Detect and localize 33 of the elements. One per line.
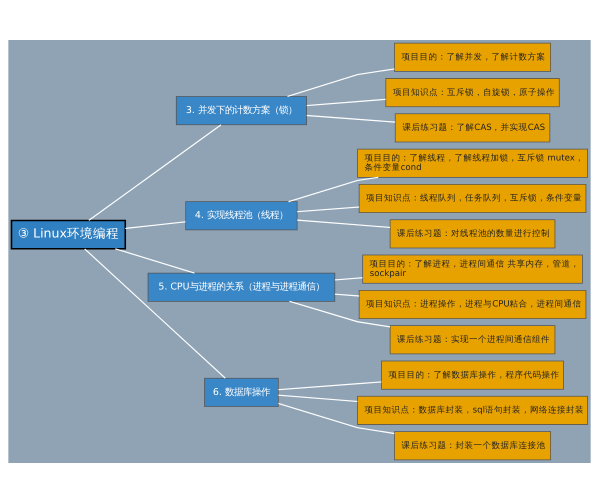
- connector: [115, 248, 195, 274]
- connector: [334, 277, 363, 280]
- node-box: 项目知识点：互斥锁，自旋锁，原子操作: [385, 78, 560, 108]
- connector: [334, 294, 360, 297]
- node-box: 6. 数据库操作: [204, 378, 279, 407]
- node-box: 课后练习题：了解CAS，并实现CAS: [394, 113, 550, 142]
- connector: [297, 206, 360, 212]
- connector: [84, 248, 226, 379]
- connector: [289, 300, 390, 328]
- connector: [278, 381, 382, 390]
- connector: [297, 220, 390, 228]
- connector: [306, 114, 396, 123]
- node-box: 课后练习题：对线程池的数量进行控制: [390, 219, 556, 248]
- node-box: 项目目的：了解线程，了解线程加锁，互斥锁 mutex，条件变量cond: [357, 148, 588, 178]
- connector: [288, 176, 378, 202]
- node-box: 项目知识点：数据库封装，sql语句封装，网络连接封装: [357, 396, 588, 425]
- connector: [278, 402, 394, 434]
- node-box: 项目知识点：线程队列，任务队列，互斥锁，条件变量: [358, 184, 586, 214]
- node-box: 3. 并发下的计数方案（锁）: [176, 96, 307, 126]
- node-box: 项目知识点：进程操作，进程与CPU粘合，进程间通信: [358, 290, 586, 319]
- connector: [88, 124, 222, 221]
- node-box: 项目目的：了解进程，进程间通信 共享内存，管道，sockpair: [362, 254, 583, 284]
- node-box: 4. 实现线程池（线程）: [185, 201, 298, 230]
- connector: [306, 98, 386, 106]
- node-box: 课后练习题：封装一个数据库连接池: [394, 431, 552, 460]
- connector: [287, 68, 394, 98]
- connector: [125, 221, 186, 230]
- node-box: 项目目的：了解数据库操作，程序代码操作: [381, 360, 564, 390]
- node-box: 5. CPU与进程的关系（进程与进程通信）: [148, 272, 336, 302]
- node-box: 项目目的：了解并发，了解计数方案: [394, 42, 552, 72]
- node-box: 课后练习题：实现一个进程间通信组件: [390, 325, 556, 354]
- connector: [278, 394, 358, 402]
- node-box: ③ Linux环境编程: [10, 220, 126, 250]
